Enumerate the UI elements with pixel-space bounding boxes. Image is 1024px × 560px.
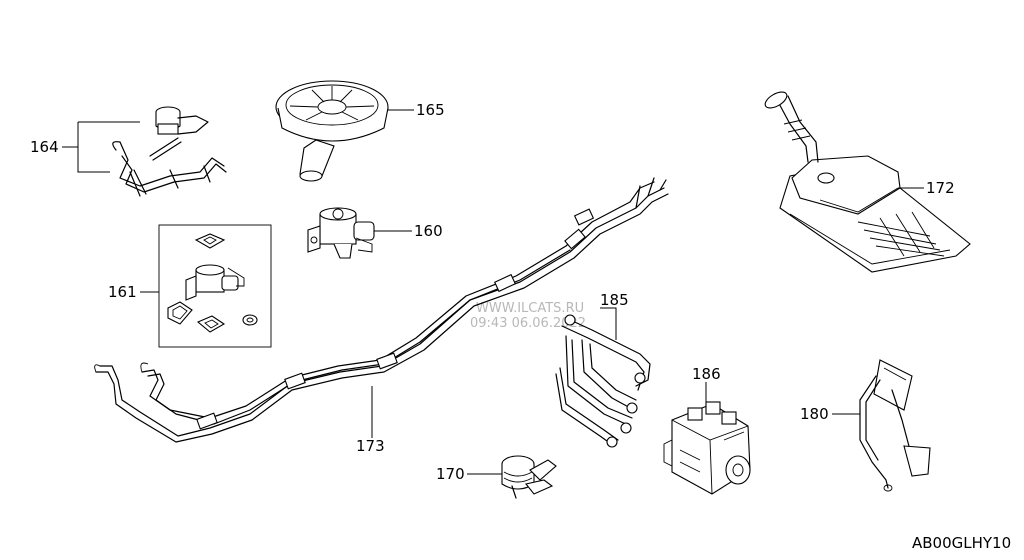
injection-pump-icon[interactable] <box>663 401 751 495</box>
watermark: WWW.ILCATS.RU 09:43 06.06.2022 <box>470 301 586 331</box>
label-160[interactable]: 160 <box>414 222 443 240</box>
fuel-tank-icon[interactable] <box>763 89 971 273</box>
breather-valve-icon[interactable] <box>112 106 227 197</box>
label-161[interactable]: 161 <box>108 283 137 301</box>
label-180[interactable]: 180 <box>800 405 829 423</box>
label-173[interactable]: 173 <box>356 437 385 455</box>
label-164[interactable]: 164 <box>30 138 59 156</box>
fuel-filter-icon[interactable] <box>307 207 375 259</box>
label-186[interactable]: 186 <box>692 365 721 383</box>
injection-tube-icon[interactable] <box>555 314 651 448</box>
label-172[interactable]: 172 <box>926 179 955 197</box>
diagram-code: AB00GLHY10 <box>912 534 1011 552</box>
watermark-line-2: 09:43 06.06.2022 <box>470 316 586 331</box>
air-cleaner-icon[interactable] <box>275 80 389 182</box>
accelerator-pedal-icon[interactable] <box>859 359 931 492</box>
fuel-pump-icon[interactable] <box>501 455 557 499</box>
fuel-filter-kit-icon[interactable] <box>167 233 258 333</box>
kit-frame <box>158 224 272 348</box>
label-165[interactable]: 165 <box>416 101 445 119</box>
watermark-line-1: WWW.ILCATS.RU <box>476 301 584 316</box>
label-185[interactable]: 185 <box>600 291 629 309</box>
label-170[interactable]: 170 <box>436 465 465 483</box>
fuel-pipe-icon[interactable] <box>94 177 669 443</box>
